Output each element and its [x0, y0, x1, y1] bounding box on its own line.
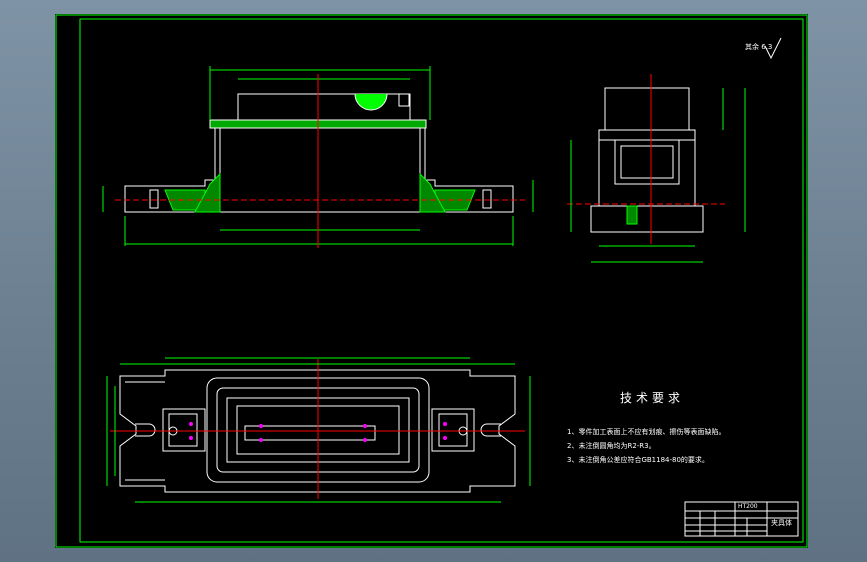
title-block-part-name: 夹具体	[771, 519, 792, 527]
side-view-top	[604, 87, 690, 131]
tech-note-2: 2、未注倒圆角均为R2-R3。	[567, 442, 656, 450]
tech-requirements-title: 技术要求	[620, 391, 685, 405]
side-view-base	[590, 205, 704, 233]
tech-note-1: 1、零件加工表面上不应有划痕、擦伤等表面缺陷。	[567, 428, 726, 436]
roughness-symbol	[764, 37, 782, 60]
roughness-note: 其余 6.3	[745, 42, 772, 52]
title-block	[684, 501, 799, 537]
front-view-body	[219, 127, 421, 213]
title-block-material: HT200	[738, 503, 758, 510]
roughness-value: 6.3	[761, 43, 773, 51]
front-view-groove	[354, 93, 388, 111]
top-view-left-pad	[162, 408, 206, 452]
side-view	[567, 74, 746, 263]
side-view-body	[598, 139, 696, 207]
front-view	[102, 66, 534, 248]
top-view	[106, 357, 531, 503]
top-view-outline	[119, 369, 516, 493]
roughness-label: 其余	[745, 43, 759, 51]
top-view-right-pad	[431, 408, 475, 452]
cad-viewport[interactable]: 其余 6.3 技术要求 1、零件加工表面上不应有划痕、擦伤等表面缺陷。 2、未注…	[55, 14, 808, 548]
outer-frame	[55, 14, 808, 548]
drawing-canvas	[55, 14, 808, 548]
inner-frame	[79, 18, 804, 543]
tech-note-3: 3、未注倒角公差应符合GB1184-80的要求。	[567, 456, 709, 464]
